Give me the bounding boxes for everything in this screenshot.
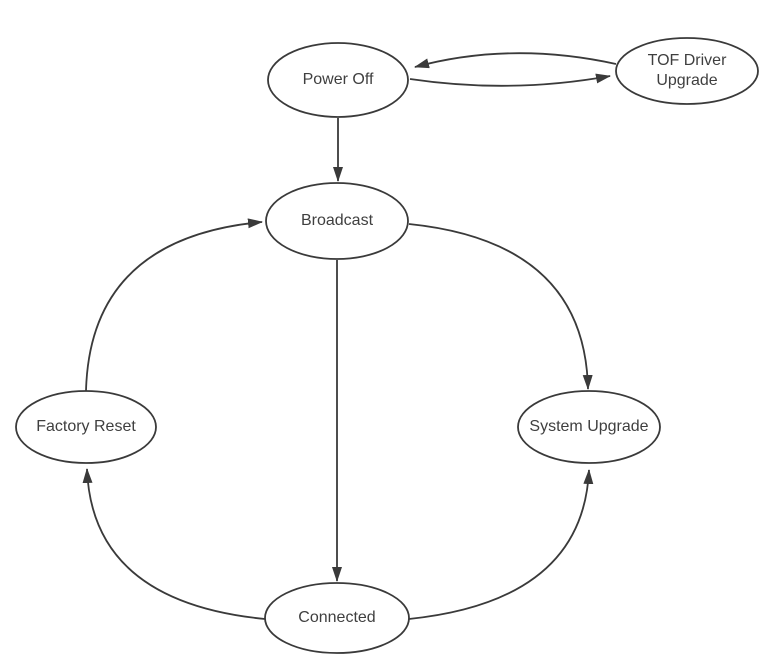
node-broadcast xyxy=(265,182,409,260)
node-system-upgrade xyxy=(517,390,661,464)
edge-factory-reset-to-broadcast xyxy=(85,218,263,392)
edge-connected-to-system-upgrade xyxy=(408,469,594,620)
node-power-off xyxy=(267,42,409,118)
edge-broadcast-to-system-upgrade xyxy=(408,223,593,390)
node-connected xyxy=(264,582,410,654)
edge-power-off-to-tof-driver-upgrade xyxy=(409,73,611,87)
node-tof-driver-upgrade xyxy=(615,37,759,105)
edge-tof-driver-upgrade-to-power-off xyxy=(414,52,617,69)
node-factory-reset xyxy=(15,390,157,464)
edge-connected-to-factory-reset xyxy=(82,468,266,620)
